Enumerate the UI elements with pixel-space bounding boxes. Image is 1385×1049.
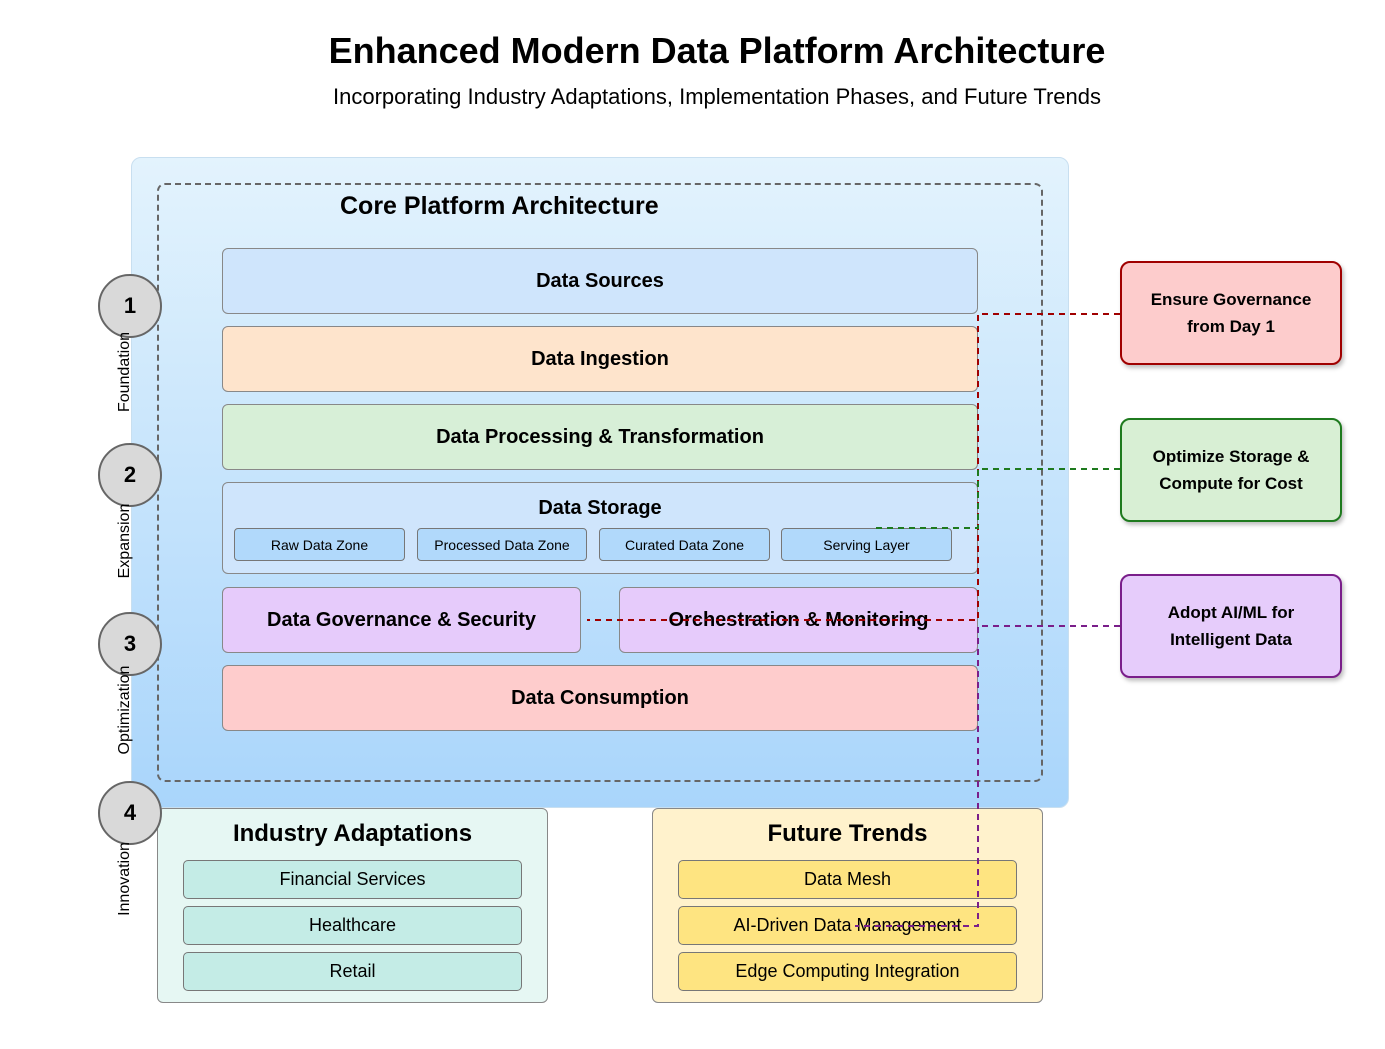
diagram-title: Enhanced Modern Data Platform Architectu… <box>328 30 1106 71</box>
layer-data-consumption[interactable]: Data Consumption <box>222 665 978 731</box>
layer-data-storage-label: Data Storage <box>538 497 662 519</box>
phase-4-marker: 4 <box>98 781 162 845</box>
future-trends-title: Future Trends <box>767 820 928 847</box>
core-platform-title: Core Platform Architecture <box>340 192 659 220</box>
layer-data-ingestion[interactable]: Data Ingestion <box>222 326 978 392</box>
aiml-connector <box>855 625 1120 927</box>
industry-item-healthcare[interactable]: Healthcare <box>183 906 522 945</box>
callout-aiml[interactable]: Adopt AI/ML for Intelligent Data <box>1120 574 1342 678</box>
phase-1-label: Foundation <box>116 331 133 413</box>
phase-4-label: Innovation <box>116 842 133 916</box>
callout-governance[interactable]: Ensure Governance from Day 1 <box>1120 261 1342 365</box>
diagram-subtitle: Incorporating Industry Adaptations, Impl… <box>332 84 1101 109</box>
storage-zone-processed[interactable]: Processed Data Zone <box>417 528 587 561</box>
industry-item-retail[interactable]: Retail <box>183 952 522 991</box>
layer-data-ingestion-label: Data Ingestion <box>531 347 669 370</box>
cost-connector <box>873 468 1120 529</box>
trend-item-data-mesh[interactable]: Data Mesh <box>678 860 1017 899</box>
callout-cost-line2: Compute for Cost <box>1159 474 1303 493</box>
phase-1-marker: 1 <box>98 274 162 338</box>
industry-item-financial[interactable]: Financial Services <box>183 860 522 899</box>
layer-data-governance[interactable]: Data Governance & Security <box>222 587 581 653</box>
storage-zone-raw[interactable]: Raw Data Zone <box>234 528 405 561</box>
layer-data-consumption-label: Data Consumption <box>511 686 689 709</box>
callout-aiml-line1: Adopt AI/ML for <box>1167 602 1295 622</box>
phase-2-marker: 2 <box>98 443 162 507</box>
callout-cost[interactable]: Optimize Storage & Compute for Cost <box>1120 418 1342 522</box>
layer-data-sources-label: Data Sources <box>536 269 664 292</box>
callout-governance-line1: Ensure Governance <box>1150 289 1312 309</box>
phase-3-label: Optimization <box>116 665 133 755</box>
callout-cost-line1: Optimize Storage & <box>1152 446 1310 466</box>
layer-data-governance-label: Data Governance & Security <box>267 608 536 631</box>
callout-governance-line2: from Day 1 <box>1187 317 1275 336</box>
trend-item-edge-computing[interactable]: Edge Computing Integration <box>678 952 1017 991</box>
storage-zone-serving[interactable]: Serving Layer <box>781 528 952 561</box>
layer-data-processing[interactable]: Data Processing & Transformation <box>222 404 978 470</box>
phase-2-label: Expansion <box>116 503 133 579</box>
trend-item-ai-driven[interactable]: AI-Driven Data Management <box>678 906 1017 945</box>
layer-data-sources[interactable]: Data Sources <box>222 248 978 314</box>
storage-zone-curated[interactable]: Curated Data Zone <box>599 528 770 561</box>
phase-3-marker: 3 <box>98 612 162 676</box>
governance-connector <box>587 313 1120 621</box>
callout-aiml-line2: Intelligent Data <box>1170 630 1292 649</box>
layer-data-processing-label: Data Processing & Transformation <box>436 425 764 448</box>
industry-adaptations-title: Industry Adaptations <box>232 820 473 847</box>
